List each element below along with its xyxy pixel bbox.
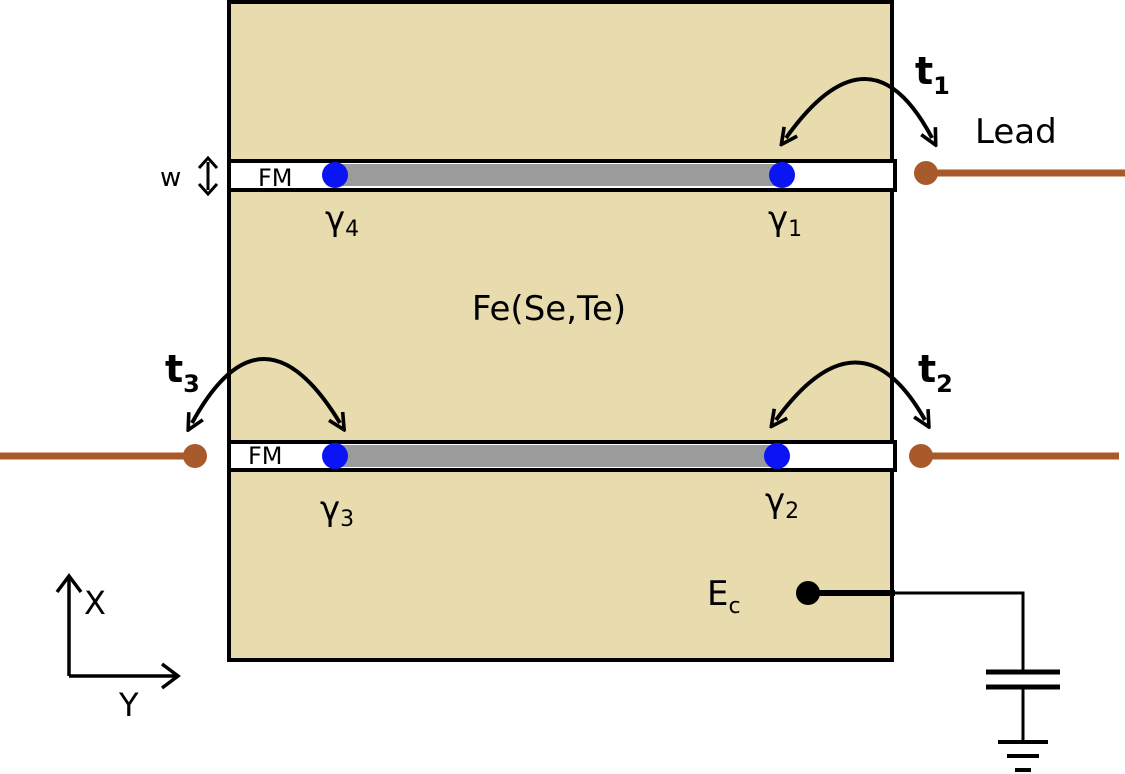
majorana-dot-1	[769, 162, 795, 188]
majorana-label-3: γ3	[320, 489, 354, 532]
material-label: Fe(Se,Te)	[472, 289, 626, 329]
hopping-label-t3: t3	[165, 347, 200, 398]
fm-label-bottom: FM	[248, 442, 283, 470]
lead-contact-left	[183, 444, 207, 468]
majorana-label-4: γ4	[325, 199, 359, 242]
substrate-block	[227, 0, 894, 662]
hopping-arrow-t1	[786, 77, 932, 138]
lead-label: Lead	[975, 112, 1057, 152]
gate-wire	[893, 591, 1025, 672]
hopping-arrow-t2	[776, 360, 925, 421]
axis-x-label: X	[84, 584, 106, 622]
majorana-dot-2	[764, 443, 790, 469]
fm-label-top: FM	[258, 164, 293, 192]
majorana-dot-3	[322, 443, 348, 469]
majorana-label-2: γ2	[765, 481, 799, 524]
hopping-label-t1: t1	[915, 49, 950, 100]
hopping-arrow-t3	[192, 357, 340, 423]
lead-contact-top-right	[914, 161, 938, 185]
channel-bottom	[335, 445, 777, 467]
majorana-dot-4	[322, 162, 348, 188]
lead-contact-bottom-right	[909, 444, 933, 468]
hopping-label-t2: t2	[918, 347, 953, 398]
axis-y-label: Y	[118, 686, 139, 724]
gate-energy-label: Ec	[707, 574, 741, 619]
channel-top	[335, 164, 782, 186]
majorana-label-1: γ1	[768, 199, 802, 242]
width-label: w	[160, 163, 181, 193]
